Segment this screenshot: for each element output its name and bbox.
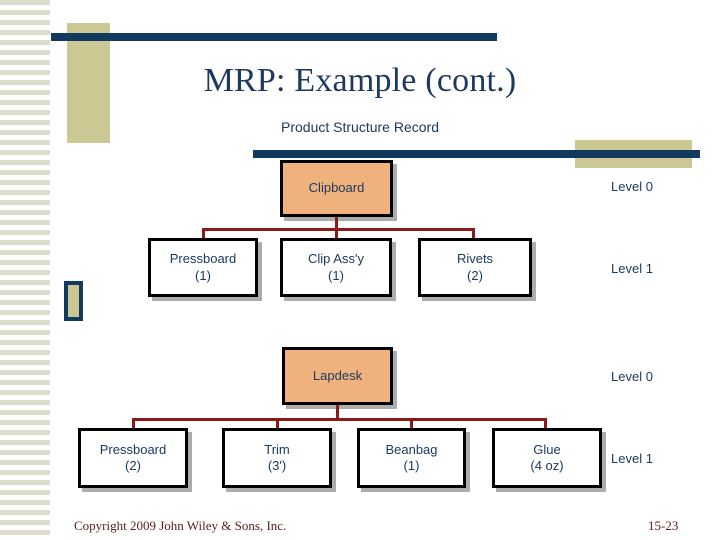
connector-drop-1a bbox=[202, 228, 205, 239]
node-pressboard-2[interactable]: Pressboard (2) bbox=[78, 428, 188, 488]
connector-drop-2b bbox=[276, 418, 279, 429]
level-label-tree1-level0: Level 0 bbox=[611, 179, 653, 194]
page-subtitle: Product Structure Record bbox=[281, 119, 439, 135]
node-trim[interactable]: Trim (3') bbox=[222, 428, 332, 488]
connector-drop-1c bbox=[472, 228, 475, 239]
footer-copyright: Copyright 2009 John Wiley & Sons, Inc. bbox=[74, 518, 287, 533]
node-pressboard-1[interactable]: Pressboard (1) bbox=[148, 238, 258, 297]
node-clip-assy[interactable]: Clip Ass'y (1) bbox=[280, 238, 392, 297]
footer-page-number: 15-23 bbox=[648, 518, 679, 533]
node-quantity: (4 oz) bbox=[530, 458, 564, 473]
left-stripe-decoration bbox=[0, 0, 50, 540]
node-quantity: (1) bbox=[328, 267, 344, 283]
node-quantity: (1) bbox=[195, 267, 211, 283]
node-label: Clip Ass'y bbox=[308, 251, 364, 267]
connector-bus-2 bbox=[132, 418, 547, 421]
node-quantity: (2) bbox=[467, 267, 483, 283]
level-label-tree2-level1: Level 1 bbox=[611, 451, 653, 466]
navy-rule-top bbox=[51, 33, 497, 41]
level-label-tree1-level1: Level 1 bbox=[611, 261, 653, 276]
node-label: Trim bbox=[264, 441, 290, 457]
connector-drop-2c bbox=[410, 418, 413, 429]
node-label: Pressboard bbox=[99, 441, 167, 457]
node-label: Pressboard bbox=[169, 251, 237, 267]
node-label: Glue bbox=[533, 441, 561, 457]
node-lapdesk[interactable]: Lapdesk bbox=[282, 347, 393, 405]
khaki-small-block-decoration bbox=[64, 281, 83, 321]
node-quantity: (3') bbox=[267, 458, 287, 473]
connector-root-stem-1 bbox=[335, 217, 338, 237]
node-label: Rivets bbox=[456, 251, 494, 267]
connector-root-stem-2 bbox=[336, 405, 339, 418]
node-label: Clipboard bbox=[308, 180, 365, 196]
node-label: Lapdesk bbox=[312, 367, 363, 383]
connector-drop-1b bbox=[335, 228, 338, 239]
node-rivets[interactable]: Rivets (2) bbox=[418, 238, 532, 297]
khaki-vertical-bar-decoration bbox=[67, 23, 110, 143]
connector-drop-2a bbox=[132, 418, 135, 429]
node-quantity: (1) bbox=[403, 458, 420, 473]
connector-drop-2d bbox=[544, 418, 547, 429]
node-label: Beanbag bbox=[385, 441, 438, 457]
level-label-tree2-level0: Level 0 bbox=[611, 369, 653, 384]
navy-rule-second bbox=[253, 150, 700, 158]
node-quantity: (2) bbox=[125, 458, 141, 473]
page-title: MRP: Example (cont.) bbox=[203, 62, 517, 99]
node-beanbag[interactable]: Beanbag (1) bbox=[357, 428, 466, 488]
node-clipboard[interactable]: Clipboard bbox=[280, 160, 393, 217]
node-glue[interactable]: Glue (4 oz) bbox=[492, 428, 602, 488]
connector-bus-1 bbox=[202, 228, 475, 231]
